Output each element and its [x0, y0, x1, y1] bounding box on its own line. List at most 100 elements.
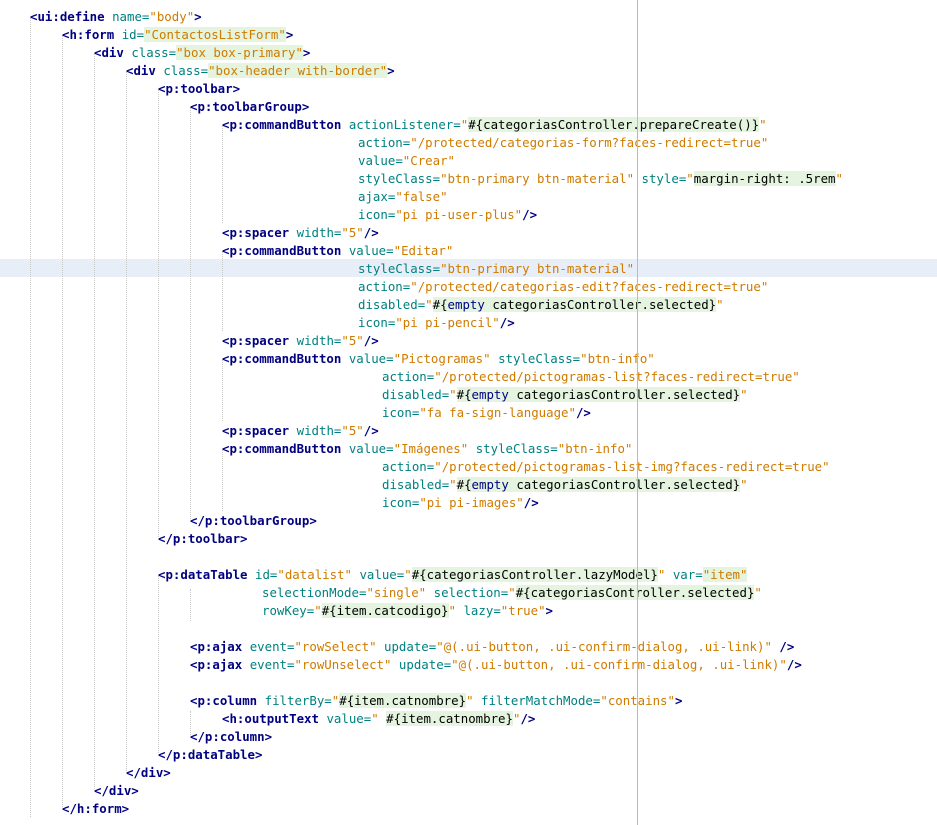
indent-guide: [94, 53, 95, 789]
code-line: </p:toolbar>: [158, 530, 248, 548]
token-eq: =: [306, 603, 315, 618]
token-tag: <p:ajax: [190, 657, 243, 672]
token-str: "5": [341, 423, 364, 438]
token-tag: />: [363, 423, 379, 438]
token-tag: </p:toolbar>: [158, 531, 248, 546]
token-attr: class: [163, 63, 201, 78]
token-eq: =: [411, 495, 420, 510]
token-space: [114, 27, 121, 42]
indent-guide: [222, 449, 223, 511]
token-attr: update: [384, 639, 429, 654]
token-str: "/protected/pictogramas-list-img?faces-r…: [434, 459, 830, 474]
code-line: value="Crear": [358, 152, 455, 170]
token-str: ": [512, 711, 521, 726]
token-attr: filterBy: [264, 693, 325, 708]
indent-guide: [158, 89, 159, 537]
token-tag: <p:commandButton: [222, 441, 342, 456]
token-space: [341, 117, 348, 132]
code-line: styleClass="btn-primary btn-material": [358, 260, 634, 278]
token-eq: =: [141, 9, 150, 24]
token-attr: disabled: [382, 387, 442, 402]
token-tag: </p:column>: [190, 729, 273, 744]
token-tag: <p:column: [190, 693, 258, 708]
token-str: ": [449, 387, 457, 402]
token-eq: =: [363, 711, 372, 726]
token-attr: name: [112, 9, 142, 24]
indent-guide: [222, 251, 223, 331]
code-line: <p:commandButton value="Pictogramas" sty…: [222, 350, 655, 368]
token-eq: =: [572, 351, 581, 366]
code-line: <p:commandButton actionListener="#{categ…: [222, 116, 767, 134]
token-attr: styleClass: [358, 171, 433, 186]
token-str: "rowSelect": [294, 639, 377, 654]
token-tag: <p:spacer: [222, 423, 290, 438]
token-str: "5": [341, 225, 364, 240]
token-str: ": [716, 297, 724, 312]
token-str: "box box-primary": [176, 45, 303, 60]
token-attr: styleClass: [358, 261, 433, 276]
token-str: ": [657, 567, 666, 582]
token-str: "@(.ui-button, .ui-confirm-dialog, .ui-l…: [436, 639, 772, 654]
code-line: <p:dataTable id="datalist" value="#{cate…: [158, 566, 748, 584]
indent-guide: [158, 575, 159, 753]
code-line: <p:ajax event="rowSelect" update="@(.ui-…: [190, 638, 794, 656]
token-str: "datalist": [277, 567, 352, 582]
token-eq: =: [426, 459, 435, 474]
token-str: "item": [702, 567, 748, 582]
indent-guide: [126, 71, 127, 771]
token-attr: actionListener: [348, 117, 454, 132]
code-line: <p:spacer width="5"/>: [222, 332, 379, 350]
token-tag: <p:spacer: [222, 225, 290, 240]
token-space: [341, 441, 348, 456]
token-eq: =: [333, 423, 342, 438]
token-tag: />: [363, 333, 379, 348]
token-attr: event: [249, 639, 287, 654]
token-str: ": [371, 711, 387, 726]
token-eq: =: [333, 333, 342, 348]
token-space: [474, 693, 481, 708]
code-line: action="/protected/categorias-edit?faces…: [358, 278, 768, 296]
token-str: "Crear": [402, 153, 455, 168]
code-line: <p:spacer width="5"/>: [222, 422, 379, 440]
token-tag: >: [285, 27, 294, 42]
token-attr: rowKey: [262, 603, 307, 618]
token-attr: filterMatchMode: [481, 693, 593, 708]
token-space: [289, 225, 296, 240]
code-line: icon="fa fa-sign-language"/>: [382, 404, 591, 422]
token-str: "rowUnselect": [294, 657, 392, 672]
token-eq: =: [493, 603, 501, 618]
token-tag: </h:form>: [62, 801, 130, 816]
token-eq: =: [168, 45, 177, 60]
token-attr: event: [249, 657, 287, 672]
code-line: disabled="#{empty categoriasController.s…: [382, 386, 748, 404]
token-attr: icon: [358, 207, 388, 222]
token-kw: empty: [447, 297, 485, 312]
token-space: [242, 657, 249, 672]
token-tag: />: [522, 207, 538, 222]
indent-guide: [190, 107, 191, 519]
token-eq: =: [287, 657, 295, 672]
token-tag: >: [302, 45, 311, 60]
code-line: styleClass="btn-primary btn-material" st…: [358, 170, 843, 188]
code-line: disabled="#{empty categoriasController.s…: [358, 296, 724, 314]
token-str: "@(.ui-button, .ui-confirm-dialog, .ui-l…: [451, 657, 787, 672]
token-attr: class: [131, 45, 169, 60]
indent-guide: [222, 359, 223, 421]
token-attr: value: [326, 711, 364, 726]
token-str: ": [449, 477, 457, 492]
token-attr: id: [255, 567, 270, 582]
token-tag: </p:dataTable>: [158, 747, 263, 762]
token-space: [491, 351, 498, 366]
code-line: <p:commandButton value="Imágenes" styleC…: [222, 440, 632, 458]
token-attr: value: [359, 567, 397, 582]
token-eq: =: [592, 693, 601, 708]
token-str: "pi pi-images": [419, 495, 524, 510]
token-tag: />: [575, 405, 591, 420]
token-str: "single": [366, 585, 427, 600]
token-el: #{categoriasController.lazyModel}: [411, 567, 658, 582]
code-line: <div class="box box-primary">: [94, 44, 310, 62]
code-line: icon="pi pi-user-plus"/>: [358, 206, 537, 224]
token-el: #{: [432, 297, 448, 312]
token-el: #{item.catcodigo}: [321, 603, 449, 618]
